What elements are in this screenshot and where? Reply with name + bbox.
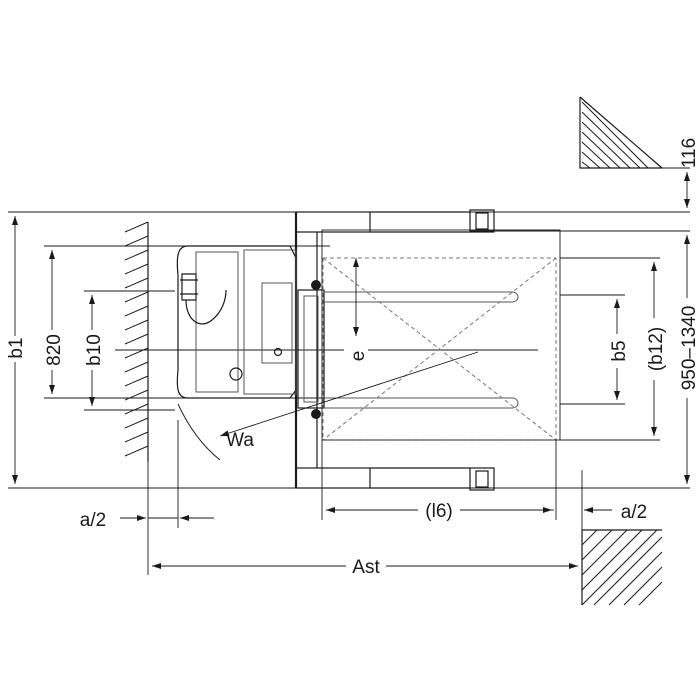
wall-bottom-right	[581, 529, 663, 606]
wall-top-right	[579, 96, 663, 169]
label-b10: b10	[84, 334, 105, 366]
label-b12: (b12)	[646, 327, 667, 371]
label-820: 820	[44, 334, 65, 366]
label-a2-left: a/2	[80, 510, 106, 531]
extension-lines	[8, 167, 690, 575]
label-116: 116	[679, 138, 700, 168]
pallet-outline	[321, 229, 561, 441]
wall-left	[124, 221, 149, 462]
label-e: e	[348, 351, 369, 362]
label-range: 950–1340	[679, 306, 700, 391]
turning-radius-wa	[177, 351, 479, 461]
label-l6: (l6)	[425, 501, 452, 522]
label-a2-right: a/2	[621, 502, 647, 523]
label-b1: b1	[6, 337, 27, 358]
label-ast: Ast	[352, 557, 380, 578]
label-b5: b5	[609, 340, 630, 361]
label-wa: Wa	[226, 430, 254, 451]
forks	[324, 291, 519, 409]
truck-body	[176, 209, 495, 491]
